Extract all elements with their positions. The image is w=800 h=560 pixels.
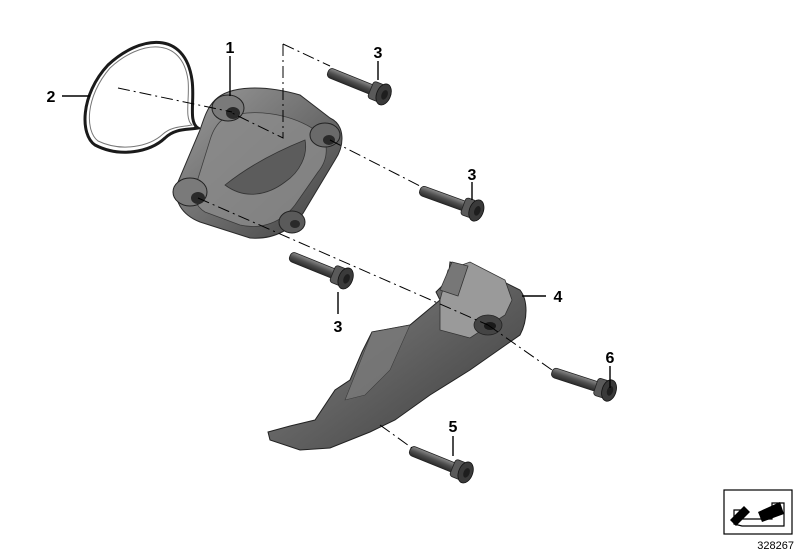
bolt-3-right [415, 179, 488, 224]
callout-1: 1 [226, 40, 235, 57]
callout-5: 5 [449, 419, 458, 436]
callout-3-bottom: 3 [334, 319, 343, 336]
bolt-5 [405, 439, 477, 486]
cover [172, 87, 343, 239]
bolt-3-bottom [285, 245, 357, 292]
catalog-symbol [723, 489, 793, 535]
callout-3-top: 3 [374, 45, 383, 62]
callout-6: 6 [606, 350, 615, 367]
callout-3-right: 3 [468, 167, 477, 184]
leader-lines [62, 56, 611, 456]
callout-4: 4 [554, 289, 563, 306]
bolt-3-top [323, 61, 395, 108]
diagram-number: 328267 [757, 540, 794, 552]
bolt-6 [548, 361, 620, 404]
callout-2: 2 [47, 89, 56, 106]
o-ring [83, 41, 203, 154]
bracket [267, 261, 527, 451]
assembly-axes [117, 43, 553, 449]
